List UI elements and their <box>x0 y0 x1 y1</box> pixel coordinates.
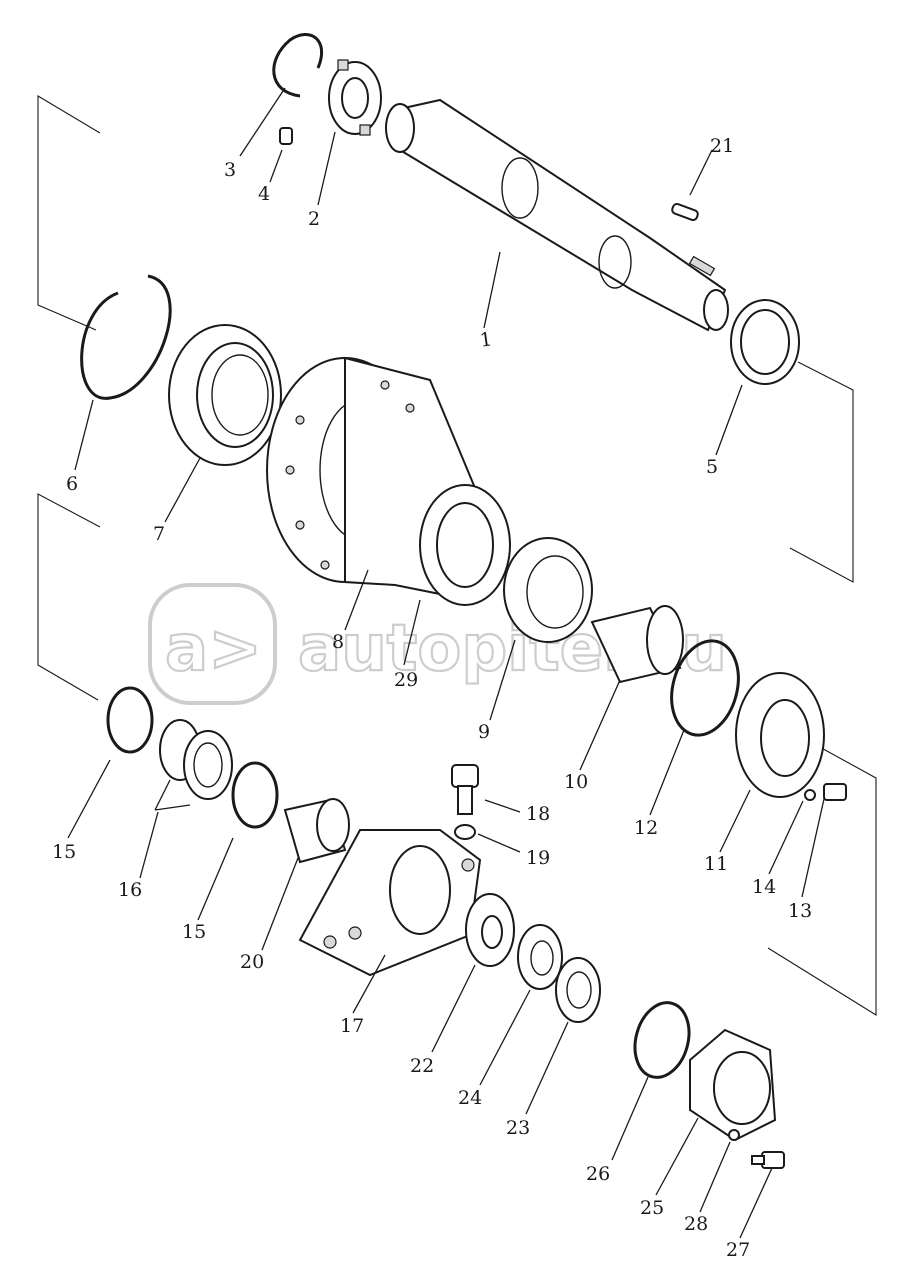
part-28-washer <box>728 1129 740 1141</box>
callout-22: 22 <box>410 1055 434 1077</box>
callout-1: 1 <box>479 328 494 351</box>
callout-25: 25 <box>640 1197 664 1219</box>
watermark-logo-glyph: a> <box>165 612 262 686</box>
callout-15: 15 <box>52 841 76 863</box>
callout-26: 26 <box>586 1163 610 1185</box>
part-25-end-cover <box>689 1028 777 1142</box>
part-26-o-ring <box>633 1001 691 1079</box>
part-29-spline-sleeve <box>419 484 511 606</box>
callout-20: 20 <box>240 951 264 973</box>
part-9-bearing <box>503 537 593 643</box>
part-6-circlip <box>80 274 172 400</box>
callout-16: 16 <box>118 879 142 901</box>
callout-7: 7 <box>153 523 165 545</box>
callout-21: 21 <box>710 135 734 157</box>
callout-9: 9 <box>478 721 490 743</box>
callout-3: 3 <box>224 159 236 181</box>
callout-labels: 1 2 3 4 5 6 7 8 9 10 11 12 13 14 15 15 1… <box>52 135 812 1261</box>
assembly-guide-lines <box>37 95 877 1016</box>
part-3-snap-ring <box>272 33 324 98</box>
part-21-key <box>671 202 699 222</box>
part-16-seal-pair <box>159 719 233 800</box>
callout-23: 23 <box>506 1117 530 1139</box>
part-27-bolt <box>751 1151 785 1169</box>
callout-18: 18 <box>526 803 550 825</box>
callout-19: 19 <box>526 847 550 869</box>
part-23-lock-plate <box>555 957 601 1023</box>
part-13-bolt <box>823 783 847 801</box>
part-20-bushing <box>283 798 350 864</box>
part-17-pillow-block <box>298 829 482 977</box>
part-22-thrust-washer <box>465 893 515 967</box>
callout-5: 5 <box>706 456 718 478</box>
part-5-seal-ring <box>730 299 800 385</box>
callout-8: 8 <box>332 631 344 653</box>
part-19-washer <box>454 824 476 840</box>
part-2-slotted-nut <box>328 59 382 136</box>
part-15-ring-right <box>231 761 279 829</box>
callout-28: 28 <box>684 1213 708 1235</box>
callout-13: 13 <box>788 900 812 922</box>
callout-14: 14 <box>752 876 776 898</box>
callout-4: 4 <box>258 183 270 205</box>
callout-10: 10 <box>564 771 588 793</box>
callout-24: 24 <box>458 1087 482 1109</box>
callout-11: 11 <box>704 853 728 875</box>
part-10-spacer-sleeve <box>590 605 684 684</box>
part-24-nut <box>517 924 563 990</box>
callout-27: 27 <box>726 1239 750 1261</box>
leader-lines <box>67 87 825 1239</box>
callout-12: 12 <box>634 817 658 839</box>
part-15-ring-left <box>106 686 154 754</box>
callout-2: 2 <box>308 208 320 230</box>
callout-6: 6 <box>66 473 78 495</box>
part-4-small-screw <box>279 127 293 145</box>
part-1-shaft <box>385 98 729 332</box>
part-11-lock-nut <box>735 672 825 798</box>
callout-17: 17 <box>340 1015 364 1037</box>
part-18-bolt <box>451 764 479 815</box>
callout-15-second: 15 <box>182 921 206 943</box>
part-12-o-ring <box>670 639 740 737</box>
callout-29: 29 <box>394 669 418 691</box>
part-7-bearing <box>168 324 282 466</box>
part-14-washer <box>804 789 816 801</box>
